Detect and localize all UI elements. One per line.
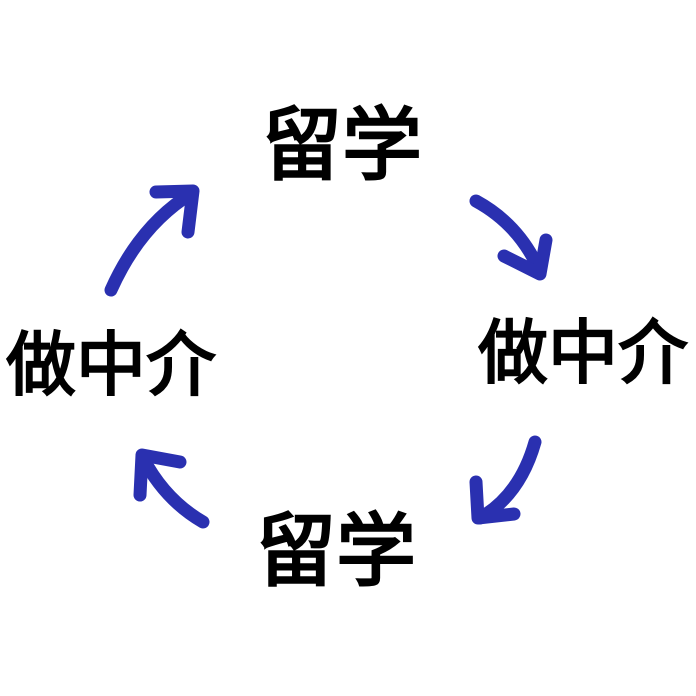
arrow-top-to-right-icon xyxy=(469,194,553,281)
arrow-left-to-top-icon xyxy=(104,184,200,297)
arrow-right-to-bottom-icon xyxy=(469,435,542,525)
arrow-bottom-to-left-icon xyxy=(133,448,210,529)
node-agent-right: 做中介 xyxy=(478,312,688,394)
node-study-abroad-top: 留学 xyxy=(262,99,422,192)
node-study-abroad-bottom: 留学 xyxy=(256,505,416,598)
node-agent-left: 做中介 xyxy=(6,324,216,406)
